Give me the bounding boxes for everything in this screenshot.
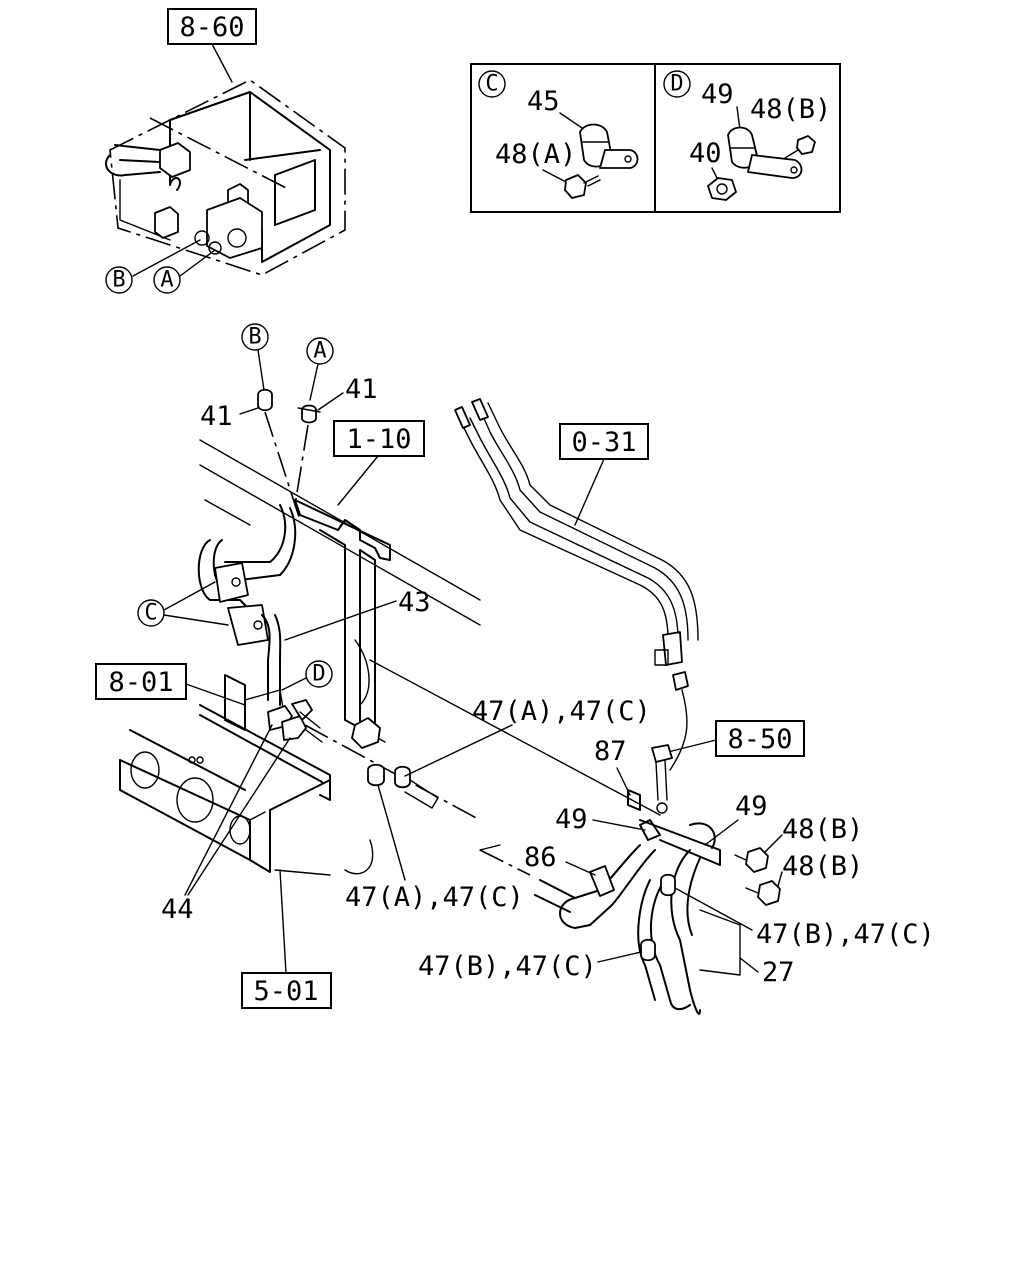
circle-marker-c-main: C: [137, 599, 165, 627]
svg-text:D: D: [670, 72, 683, 97]
circle-marker-b-hose: B: [241, 323, 269, 351]
part-27-label: 27: [762, 957, 795, 988]
circle-marker-d-main: D: [305, 660, 333, 688]
part-48b-label-lower: 48(B): [782, 851, 863, 882]
part-44-label: 44: [161, 894, 194, 925]
part-41-label-left: 41: [200, 401, 233, 432]
ref-5-01-label: 5-01: [253, 976, 318, 1007]
part-43-label: 43: [398, 587, 431, 618]
part-86-label: 86: [524, 842, 557, 873]
part-49-label-left: 49: [555, 804, 588, 835]
svg-text:A: A: [160, 268, 173, 293]
ref-1-10-label: 1-10: [346, 424, 411, 455]
svg-text:B: B: [112, 268, 125, 293]
part-48b-label-detail: 48(B): [750, 94, 831, 125]
svg-text:A: A: [313, 339, 326, 364]
ref-box-0-31[interactable]: 0-31: [559, 423, 649, 460]
part-48b-label-upper: 48(B): [782, 814, 863, 845]
part-49-label-right: 49: [735, 791, 768, 822]
ref-box-8-60[interactable]: 8-60: [167, 8, 257, 45]
svg-text:D: D: [312, 662, 325, 687]
circle-marker-b-top: B: [105, 266, 133, 294]
ref-8-60-label: 8-60: [179, 12, 244, 43]
ref-box-8-50[interactable]: 8-50: [715, 720, 805, 757]
ref-8-50-label: 8-50: [727, 724, 792, 755]
pipe-assembly-0-31: [454, 398, 699, 771]
ref-8-01-label: 8-01: [108, 667, 173, 698]
main-assembly: B A 41 41 1-10: [95, 323, 935, 1015]
circle-marker-a-hose: A: [306, 337, 334, 365]
part-87-label: 87: [594, 736, 627, 767]
detail-panel: C 45 48(A) D 49 48(B) 40: [470, 63, 841, 213]
part-47ac-label-bottom: 47(A),47(C): [345, 882, 524, 913]
ref-box-1-10[interactable]: 1-10: [333, 420, 425, 457]
circle-marker-a-top: A: [153, 266, 181, 294]
part-48a-label: 48(A): [495, 139, 576, 170]
svg-text:C: C: [144, 601, 157, 626]
part-47bc-label-left: 47(B),47(C): [418, 951, 597, 982]
part-49-label-detail: 49: [701, 79, 734, 110]
part-41-label-right: 41: [345, 374, 378, 405]
ref-0-31-label: 0-31: [571, 427, 636, 458]
detail-c: C 45 48(A): [478, 70, 639, 199]
svg-text:C: C: [485, 72, 498, 97]
detail-d: D 49 48(B) 40: [663, 70, 831, 201]
part-40-label: 40: [689, 138, 722, 169]
ref-box-5-01[interactable]: 5-01: [241, 972, 332, 1009]
ref-box-8-01[interactable]: 8-01: [95, 663, 187, 700]
heater-unit: [105, 79, 346, 277]
part-47ac-label-top: 47(A),47(C): [472, 696, 651, 727]
part-45-label: 45: [527, 86, 560, 117]
part-47bc-label-right: 47(B),47(C): [756, 919, 935, 950]
svg-text:B: B: [248, 325, 261, 350]
